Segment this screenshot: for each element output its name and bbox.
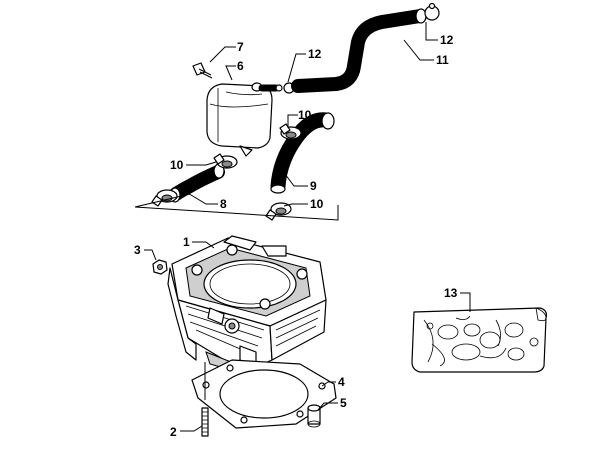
coolant-hose-9: [270, 112, 335, 194]
cylinder-gasket: [191, 359, 337, 429]
stud: [201, 362, 209, 437]
coolant-hose-8: [169, 163, 225, 203]
callout-9: 9: [310, 179, 317, 193]
callout-2: 2: [170, 425, 177, 439]
callout-5: 5: [340, 396, 347, 410]
vent-hose-fitting: [258, 82, 295, 94]
dowel-pin: [307, 404, 321, 428]
leader-lines: [144, 22, 471, 432]
callout-3: 3: [134, 243, 141, 257]
callout-1: 1: [183, 235, 190, 249]
hose-clamp-10-lower: [265, 202, 292, 221]
coolant-reservoir: [206, 82, 273, 157]
callout-6: 6: [237, 59, 244, 73]
nut: [152, 259, 168, 275]
gasket-kit: [411, 307, 547, 373]
hose-clamp-10-left: [151, 189, 178, 207]
callout-8: 8: [220, 197, 227, 211]
callout-12-left: 12: [308, 47, 322, 61]
callout-4: 4: [338, 375, 345, 389]
callout-12-right: 12: [440, 33, 454, 47]
callout-7: 7: [237, 40, 244, 54]
hose-clamp-top: [424, 2, 440, 21]
group-bracket-line: [134, 193, 339, 221]
callout-10-lower: 10: [310, 197, 324, 211]
callout-11: 11: [436, 53, 449, 67]
callout-13: 13: [444, 286, 458, 300]
hose-clamp-10-mid: [213, 153, 238, 169]
callout-10-upper: 10: [298, 108, 312, 122]
hose-clamp-10-upper: [279, 123, 302, 140]
cylinder: [167, 235, 327, 373]
callout-10-mid: 10: [170, 158, 184, 172]
bolt: [192, 62, 213, 79]
